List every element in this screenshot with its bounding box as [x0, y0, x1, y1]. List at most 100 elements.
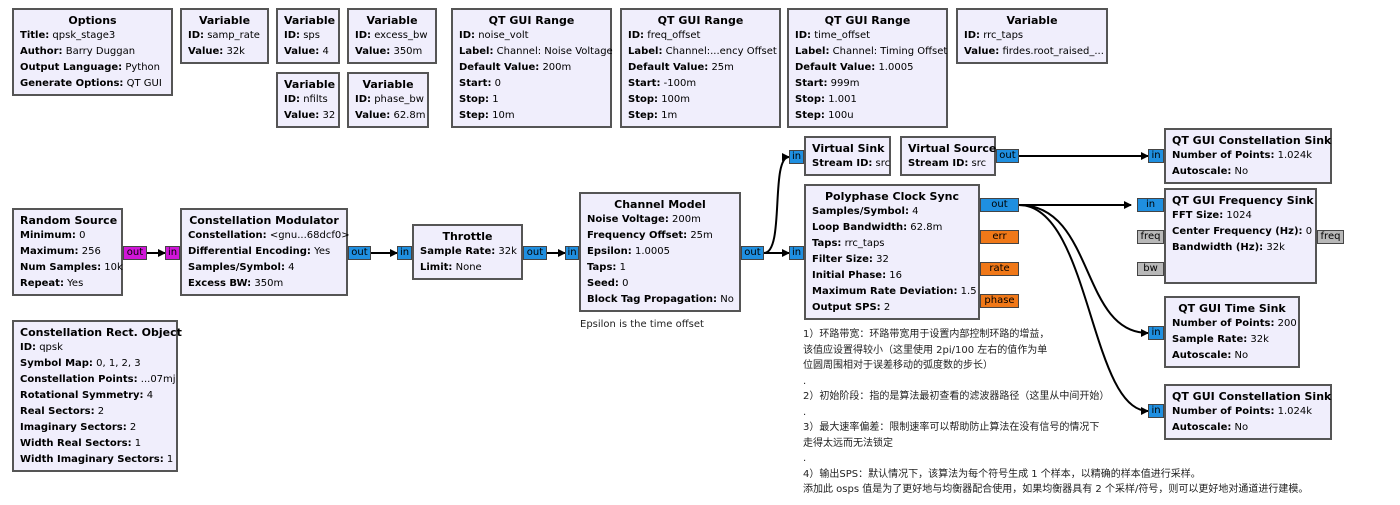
block-property: Loop Bandwidth: 62.8m — [812, 220, 972, 236]
freq-sink-in-port[interactable]: in — [1137, 198, 1164, 212]
property-value: No — [1231, 422, 1249, 433]
property-value: 32k — [495, 246, 517, 257]
property-key: Output Language: — [20, 62, 123, 73]
property-value: 200m — [539, 62, 572, 73]
property-key: Loop Bandwidth: — [812, 222, 908, 233]
random-source-out-port[interactable]: out — [123, 246, 147, 260]
channel-model-in-port[interactable]: in — [565, 246, 579, 260]
property-key: Center Frequency (Hz): — [1172, 226, 1303, 237]
block-property: Value: 350m — [355, 44, 429, 60]
property-key: Stop: — [795, 94, 826, 105]
property-key: Width Imaginary Sectors: — [20, 454, 164, 465]
property-value: 32k — [1263, 242, 1285, 253]
freq-sink-freq-out-port[interactable]: freq — [1317, 230, 1344, 244]
property-value: <gnu...68dcf0> — [266, 230, 350, 241]
property-key: Start: — [459, 78, 492, 89]
property-value: 1.024k — [1274, 150, 1313, 161]
block-property: Noise Voltage: 200m — [587, 212, 733, 228]
block-property: Value: 62.8m — [355, 108, 425, 124]
block-property: Sample Rate: 32k — [1172, 332, 1292, 348]
property-key: Taps: — [812, 238, 842, 249]
property-value: 4 — [908, 206, 919, 217]
block-title: Polyphase Clock Sync — [824, 190, 960, 203]
const-mod-out-port[interactable]: out — [348, 246, 371, 260]
virtual-source-out-port[interactable]: out — [996, 149, 1019, 163]
virtual-sink-in-port[interactable]: in — [789, 150, 804, 164]
pfb-in-port[interactable]: in — [789, 246, 804, 260]
property-value: 2 — [126, 422, 137, 433]
freq-sink-bw-in-port[interactable]: bw — [1137, 262, 1164, 276]
const-sink1-in-port[interactable]: in — [1148, 149, 1164, 163]
property-key: Label: — [628, 46, 663, 57]
property-key: Value: — [284, 46, 320, 57]
note-line: 1）环路带宽：环路带宽用于设置内部控制环路的增益， — [803, 329, 1050, 340]
freq-sink-freq-in-port[interactable]: freq — [1137, 230, 1164, 244]
const-mod-in-port[interactable]: in — [165, 246, 180, 260]
property-key: Samples/Symbol: — [188, 262, 285, 273]
property-key: Stream ID: — [908, 158, 969, 169]
property-value: firdes.root_raised_... — [999, 46, 1104, 57]
property-key: Excess BW: — [188, 278, 252, 289]
pfb-err-port[interactable]: err — [980, 230, 1019, 244]
block-property: Constellation Points: ...07mj — [20, 372, 176, 388]
property-value: 1.0005 — [875, 62, 914, 73]
property-value: 100m — [658, 94, 691, 105]
property-key: Autoscale: — [1172, 422, 1232, 433]
pfb-rate-port[interactable]: rate — [980, 262, 1019, 276]
block-property: ID: sps — [284, 28, 332, 44]
block-property: Autoscale: No — [1172, 164, 1324, 180]
property-key: Bandwidth (Hz): — [1172, 242, 1264, 253]
property-key: Sample Rate: — [1172, 334, 1248, 345]
block-property: FFT Size: 1024 — [1172, 208, 1309, 224]
pfb-phase-port[interactable]: phase — [980, 294, 1019, 308]
block-property: Seed: 0 — [587, 276, 733, 292]
property-key: Real Sectors: — [20, 406, 95, 417]
property-value: No — [1231, 166, 1249, 177]
throttle-out-port[interactable]: out — [523, 246, 547, 260]
block-property: Block Tag Propagation: No — [587, 292, 734, 308]
const-sink2-in-port[interactable]: in — [1148, 404, 1164, 418]
property-value: 32 — [872, 254, 889, 265]
channel-model-out-port[interactable]: out — [741, 246, 764, 260]
block-property: Minimum: 0 — [20, 228, 115, 244]
block-property: Value: 4 — [284, 44, 332, 60]
property-value: time_offset — [811, 30, 871, 41]
property-key: Stream ID: — [812, 158, 873, 169]
property-value: 200 — [1274, 318, 1297, 329]
property-key: Symbol Map: — [20, 358, 93, 369]
time-sink-in-port[interactable]: in — [1148, 326, 1164, 340]
block-property: Frequency Offset: 25m — [587, 228, 733, 244]
property-key: Autoscale: — [1172, 350, 1232, 361]
property-value: samp_rate — [204, 30, 260, 41]
property-key: Step: — [628, 110, 658, 121]
property-key: Seed: — [587, 278, 619, 289]
block-property: Default Value: 200m — [459, 60, 604, 76]
property-value: No — [717, 294, 734, 305]
pfb-out-port[interactable]: out — [980, 198, 1019, 212]
block-property: Filter Size: 32 — [812, 252, 972, 268]
throttle-in-port[interactable]: in — [397, 246, 412, 260]
